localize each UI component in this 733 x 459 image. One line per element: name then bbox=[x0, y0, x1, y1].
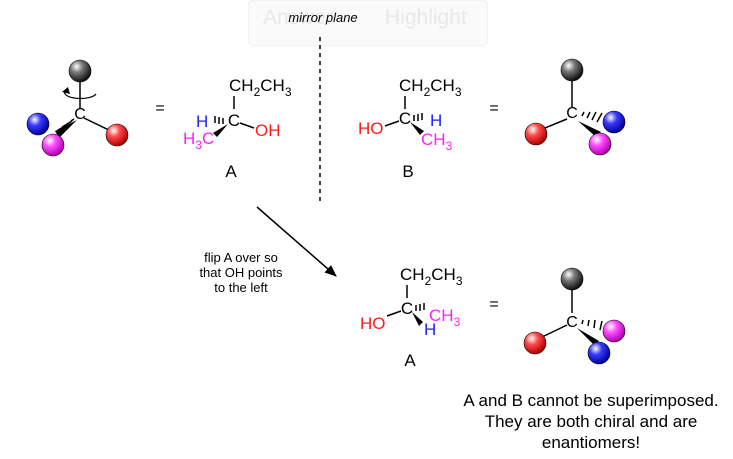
magenta-ball bbox=[588, 132, 612, 156]
wedge-bond bbox=[213, 124, 228, 137]
molecule-a-flipped: CH2CH3 C HO CH3 H A bbox=[360, 265, 463, 370]
equals-sign: = bbox=[155, 100, 164, 117]
red-ball bbox=[523, 331, 547, 355]
label-a: A bbox=[225, 162, 237, 181]
molecule-b: CH2CH3 C HO H CH3 B bbox=[358, 76, 462, 181]
blue-ball bbox=[602, 110, 626, 134]
black-ball bbox=[560, 267, 584, 291]
watermark-text-right: Highlight bbox=[385, 6, 467, 29]
flip-note-line: that OH points bbox=[199, 265, 283, 280]
blue-ball bbox=[26, 112, 50, 136]
wedge-bond bbox=[577, 328, 599, 345]
equals-sign: = bbox=[489, 296, 498, 313]
wedge-bond bbox=[410, 122, 424, 135]
conclusion-line: They are both chiral and are bbox=[485, 412, 698, 431]
hash-bond bbox=[413, 113, 423, 121]
ethyl-group: CH2CH3 bbox=[399, 76, 462, 99]
flip-note: flip A over so that OH points to the lef… bbox=[199, 250, 283, 295]
rotation-arrow-icon bbox=[63, 90, 97, 100]
watermark-text-left: Answer bbox=[263, 6, 334, 29]
hash-bond bbox=[57, 118, 75, 131]
hash-bond bbox=[581, 111, 603, 123]
mirror-plane-label: mirror plane bbox=[288, 10, 357, 25]
ethyl-group: CH2CH3 bbox=[229, 76, 292, 99]
ethyl-group: CH2CH3 bbox=[400, 265, 463, 288]
molecule-a: CH2CH3 C OH H H3C A bbox=[183, 76, 292, 181]
label-a: A bbox=[404, 351, 416, 370]
methyl-label: H3C bbox=[183, 129, 214, 152]
magenta-ball bbox=[602, 319, 626, 343]
carbon-label: C bbox=[566, 105, 578, 122]
hydroxyl-label: HO bbox=[360, 314, 386, 333]
hydrogen-label: H bbox=[196, 112, 208, 131]
magenta-ball bbox=[41, 133, 65, 157]
carbon-label: C bbox=[74, 106, 86, 123]
watermark-banner: Answer Highlight bbox=[248, 0, 488, 46]
carbon-label: C bbox=[401, 299, 413, 318]
wedge-bond bbox=[55, 120, 77, 138]
ball-model-b: C bbox=[524, 58, 626, 156]
flip-note-line: to the left bbox=[214, 280, 268, 295]
label-b: B bbox=[402, 162, 413, 181]
blue-ball bbox=[587, 341, 611, 365]
wedge-bond bbox=[412, 312, 423, 326]
ball-model-a: C bbox=[26, 59, 129, 157]
flip-arrow bbox=[256, 206, 337, 277]
carbon-label: C bbox=[566, 314, 578, 331]
conclusion-line: A and B cannot be superimposed. bbox=[463, 391, 718, 410]
hydrogen-label: H bbox=[424, 320, 436, 339]
flip-note-line: flip A over so bbox=[204, 250, 278, 265]
red-ball bbox=[524, 122, 548, 146]
hash-bond bbox=[415, 303, 425, 311]
red-ball bbox=[105, 123, 129, 147]
conclusion-line: enantiomers! bbox=[542, 433, 640, 452]
wedge-bond bbox=[578, 121, 601, 137]
ball-model-a-flipped: C bbox=[523, 267, 626, 365]
methyl-label: CH3 bbox=[421, 130, 453, 153]
hash-bond bbox=[581, 319, 603, 331]
black-ball bbox=[68, 59, 92, 83]
hydrogen-label: H bbox=[430, 111, 442, 130]
carbon-label: C bbox=[228, 111, 240, 130]
conclusion-text: A and B cannot be superimposed. They are… bbox=[463, 391, 718, 452]
black-ball bbox=[560, 58, 584, 82]
methyl-label: CH3 bbox=[429, 306, 461, 329]
carbon-label: C bbox=[399, 109, 411, 128]
hydroxyl-label: HO bbox=[358, 119, 384, 138]
hash-bond bbox=[214, 116, 224, 124]
hydroxyl-label: OH bbox=[255, 121, 281, 140]
equals-sign: = bbox=[489, 100, 498, 117]
